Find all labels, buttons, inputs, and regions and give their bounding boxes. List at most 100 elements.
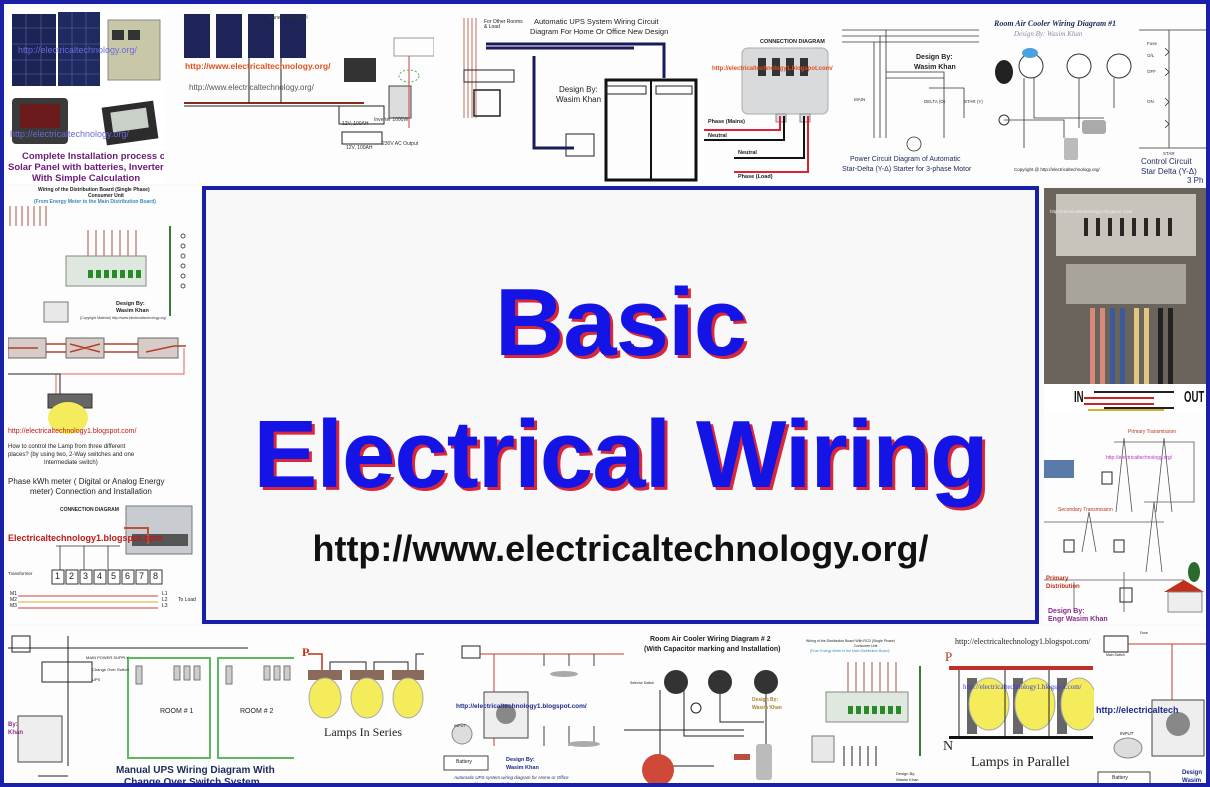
cooler1-title: Room Air Cooler Wiring Diagram #1 <box>994 19 1117 28</box>
terminal-7: 7 <box>139 571 145 581</box>
db-title-line1: Wiring of the Distribution Board (Single… <box>38 187 150 193</box>
tile-solar-wiring: http://www.electricaltechnology.org/ htt… <box>164 8 434 184</box>
parallel-url: http://electricaltechnology1.blogspot.co… <box>955 637 1091 646</box>
cooler2-design-by: Design By: <box>752 697 779 703</box>
db-rcd-title-line1: Wiring of the Distribution Board With RC… <box>806 639 895 643</box>
ups-right-battery: Battery <box>1112 775 1128 781</box>
terminal-1: 1 <box>55 571 61 581</box>
cooler2-designer: Wasim Khan <box>752 705 782 711</box>
tile-star-delta-power: Design By: Wasim Khan MAIN DELTA (D) STA… <box>834 8 984 184</box>
change-over-label: Change Over Switch <box>92 667 129 672</box>
db-rcd-designer: Wasim Khan <box>896 777 919 782</box>
ups-designer: Wasim Khan <box>556 95 602 104</box>
manual-ups-caption-line2: Change Over Switch System <box>124 777 260 787</box>
manual-ups-caption-line1: Manual UPS Wiring Diagram With <box>116 765 275 776</box>
kwh-meter-diagram <box>18 505 193 609</box>
star-label: STAR <box>1163 151 1175 156</box>
tile-ups-right: http://electricaltech Main Switch Fuse I… <box>1094 626 1206 783</box>
automatic-ups-2-diagram <box>443 645 624 771</box>
air-cooler-1-diagram <box>995 48 1132 160</box>
tile-star-delta-control: Fuse O/L OFF ON STAR Control Circuit Sta… <box>1139 8 1206 184</box>
db-title-line3: (From Energy Meter to the Main Distribut… <box>34 199 156 205</box>
neutral-label: Neutral <box>738 150 757 156</box>
meter-heading: CONNECTION DIAGRAM <box>760 39 825 45</box>
transmission-url: http://electricaltechnology.org/ <box>1106 455 1173 461</box>
db-designer: Wasim Khan <box>116 308 149 314</box>
line-in-m1: M1 <box>10 591 17 597</box>
tile-kwh-meter: Phase kWh meter ( Digital or Analog Ener… <box>8 474 200 624</box>
tile-air-cooler-1: Room Air Cooler Wiring Diagram #1 Design… <box>984 8 1139 184</box>
ups-label: UPS <box>92 677 101 682</box>
transmission-designer: Engr Wasim Khan <box>1048 616 1108 623</box>
cooler1-copyright: Copyright @ http://electricaltechnology.… <box>1014 167 1100 172</box>
tile-automatic-ups-2: http://electricaltechnology1.blogspot.co… <box>424 626 624 783</box>
transformer-label: Transformer <box>8 571 33 576</box>
secondary-transmission-label: Secondary Transmission <box>1058 507 1113 513</box>
db-copyright: (Copyright Material) http://www.electric… <box>80 316 167 320</box>
panel-label: Panels in Parallel <box>269 15 308 21</box>
ups2-url: http://electricaltechnology1.blogspot.co… <box>456 703 587 710</box>
main-label: MAIN <box>854 97 866 102</box>
meter-out-label: OUT <box>1184 389 1205 406</box>
inverter-label: Inverter 1000W <box>374 117 409 123</box>
line-out-l1: L1 <box>162 591 168 597</box>
tile-energy-meter: CONNECTION DIAGRAM http://electricaltech… <box>704 8 834 184</box>
solar-wiring-diagram <box>184 14 434 145</box>
lamps-series-p-label: P <box>302 645 310 659</box>
fuse-label: Fuse <box>1147 41 1158 46</box>
tile-automatic-ups: Automatic UPS System Wiring Circuit Diag… <box>434 8 704 184</box>
parallel-p-label: P <box>945 649 953 664</box>
solar-caption-line3: With Simple Calculation <box>32 173 141 184</box>
room1-label: ROOM # 1 <box>160 708 194 715</box>
line-out-l3: L3 <box>162 603 168 609</box>
star-delta-design-by: Design By: <box>916 54 953 61</box>
db-rcd-diagram <box>811 662 921 766</box>
switch-caption-line1: How to control the Lamp from three diffe… <box>8 444 126 450</box>
tile-lamps-parallel: http://electricaltechnology1.blogspot.co… <box>939 626 1094 783</box>
ups-design-by: Design By: <box>559 85 598 94</box>
ups2-designer: Wasim Khan <box>506 765 539 771</box>
lamps-parallel-diagram <box>949 666 1094 739</box>
lamps-series-diagram <box>308 653 424 719</box>
cooler2-title-line1: Room Air Cooler Wiring Diagram # 2 <box>650 636 771 643</box>
kwh-heading: CONNECTION DIAGRAM <box>60 507 119 513</box>
ups-title-line1: Automatic UPS System Wiring Circuit <box>534 17 659 26</box>
star-delta-designer: Wasim Khan <box>914 64 956 71</box>
manual-design-by: By: <box>8 722 18 728</box>
distribution-board-diagram <box>9 206 186 323</box>
star-label: STAR (Y) <box>964 99 983 104</box>
kwh-title-line1: Phase kWh meter ( Digital or Analog Ener… <box>8 477 165 486</box>
tile-lamps-series: P Lamps In Series <box>294 626 424 783</box>
ups-right-diagram <box>1097 635 1206 783</box>
primary-distribution-label-2: Distribution <box>1046 584 1080 590</box>
off-label: OFF <box>1147 69 1156 74</box>
line-out-l2: L2 <box>162 597 168 603</box>
meter-url: http://electricaltechnology1.blogspot.co… <box>712 66 833 72</box>
inverter-sub: 230V AC Output <box>382 141 419 147</box>
phase-load-label: Phase (Load) <box>738 174 773 180</box>
parallel-n-label: N <box>943 739 954 754</box>
transmission-design-by: Design By: <box>1048 608 1085 615</box>
solar-kit-illustration <box>12 12 161 146</box>
ups-other-rooms: For Other Rooms & Load <box>484 19 523 31</box>
switch-caption-line2: places? (by using two, 2-Way switches an… <box>8 452 135 458</box>
db-rcd-title-line2: Consumer Unit <box>854 644 878 648</box>
main-supply-label: MAIN POWER SUPPLY <box>86 655 129 660</box>
solar-url-red: http://www.electricaltechnology.org/ <box>185 61 331 71</box>
watermark-url: http://electricaltechnology.org/ <box>18 45 137 55</box>
room2-label: ROOM # 2 <box>240 708 274 715</box>
cooler2-title-line2: (With Capacitor marking and Installation… <box>644 646 781 653</box>
tile-three-way-switch: http://electricaltechnology1.blogspot.co… <box>8 334 200 474</box>
delta-label: DELTA (D) <box>924 99 946 104</box>
db-rcd-title-line3: (From Energy Meter to the Main Distribut… <box>810 649 890 653</box>
ups-right-input: INPUT <box>1120 731 1134 736</box>
manual-ups-diagram <box>8 635 294 777</box>
meter-photo-watermark: http://electricaltechnology1.blogspot.co… <box>1050 209 1133 214</box>
db-design-by: Design By: <box>116 301 145 307</box>
meter-photo-illustration <box>1044 188 1206 411</box>
control-caption-line2: Star Delta (Y-Δ) <box>1141 167 1197 176</box>
tile-solar-kit: http://electricaltechnology.org/ http://… <box>8 8 164 184</box>
title-line-electrical-wiring: Electrical Wiring <box>253 401 988 508</box>
site-url[interactable]: http://www.electricaltechnology.org/ <box>312 528 929 569</box>
